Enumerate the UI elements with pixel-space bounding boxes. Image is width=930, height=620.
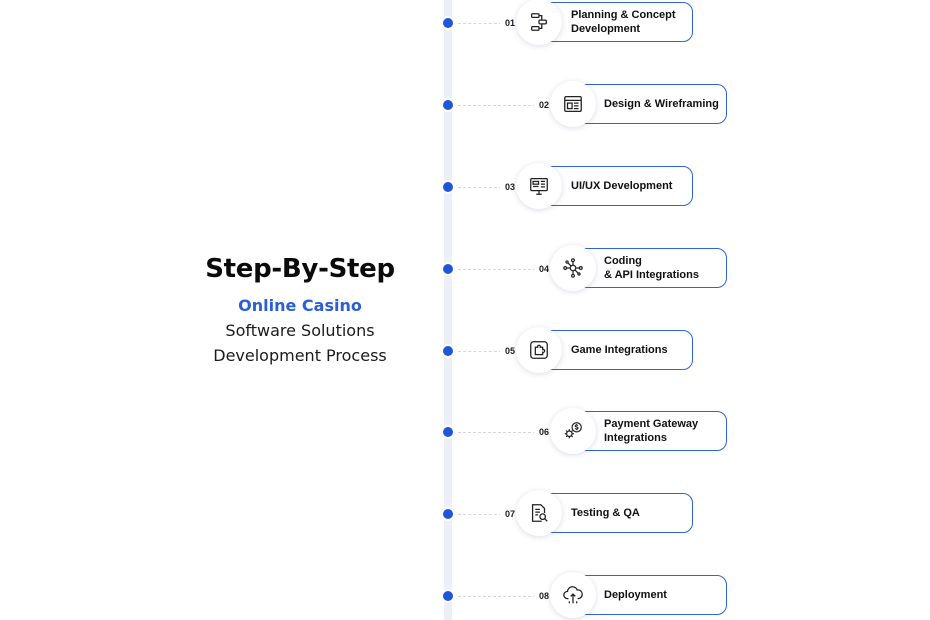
- step-label: Deployment: [604, 589, 667, 601]
- puzzle-piece-icon: [516, 327, 562, 373]
- connector-line: [458, 105, 536, 106]
- connector-line: [458, 514, 502, 515]
- cloud-upload-icon: [550, 572, 596, 618]
- step-item-03: 03 UI/UX Development: [0, 163, 930, 209]
- step-item-02: 02 Design & Wireframing: [0, 81, 930, 127]
- monitor-ui-icon: [516, 163, 562, 209]
- step-item-04: 04 Coding & API Integrations: [0, 245, 930, 291]
- timeline-dot: [443, 264, 453, 274]
- connector-line: [458, 187, 502, 188]
- step-card: [532, 2, 693, 42]
- gear-dollar-icon: [550, 408, 596, 454]
- headline-block: Step-By-Step Online Casino Software Solu…: [170, 250, 430, 368]
- timeline-dot: [443, 427, 453, 437]
- step-number: 06: [534, 423, 554, 441]
- wireframe-layout-icon: [550, 81, 596, 127]
- step-card: [566, 84, 727, 124]
- subtitle-line-2: Development Process: [213, 346, 387, 365]
- document-magnifier-icon: [516, 490, 562, 536]
- step-label: Testing & QA: [571, 507, 640, 519]
- highlight-subtitle: Online Casino: [238, 296, 362, 315]
- planning-flow-icon: [516, 0, 562, 45]
- step-item-08: 08 Deployment: [0, 572, 930, 618]
- step-item-01: 01 Planning & Concept Development: [0, 0, 930, 45]
- step-label: Game Integrations: [571, 344, 668, 356]
- timeline-dot: [443, 591, 453, 601]
- timeline-dot: [443, 509, 453, 519]
- step-label: Coding & API Integrations: [604, 255, 699, 281]
- connector-line: [458, 351, 502, 352]
- step-label: Payment Gateway Integrations: [604, 418, 699, 444]
- step-number: 01: [500, 14, 520, 32]
- step-number: 02: [534, 96, 554, 114]
- step-item-07: 07 Testing & QA: [0, 490, 930, 536]
- timeline-dot: [443, 18, 453, 28]
- step-label: Design & Wireframing: [604, 98, 719, 110]
- connector-line: [458, 269, 536, 270]
- subtitle-line-1: Software Solutions: [225, 321, 375, 340]
- step-number: 08: [534, 587, 554, 605]
- step-number: 05: [500, 342, 520, 360]
- timeline-dot: [443, 100, 453, 110]
- timeline-dot: [443, 346, 453, 356]
- step-item-05: 05 Game Integrations: [0, 327, 930, 373]
- connector-line: [458, 432, 536, 433]
- timeline-bar: [444, 0, 452, 620]
- page-title: Step-By-Step: [205, 254, 395, 284]
- timeline-dot: [443, 182, 453, 192]
- step-number: 03: [500, 178, 520, 196]
- step-number: 04: [534, 260, 554, 278]
- step-label: Planning & Concept Development: [571, 9, 676, 35]
- api-network-icon: [550, 245, 596, 291]
- connector-line: [458, 23, 502, 24]
- step-number: 07: [500, 505, 520, 523]
- connector-line: [458, 596, 536, 597]
- step-label: UI/UX Development: [571, 180, 673, 192]
- step-item-06: 06 Payment Gateway Integrations: [0, 408, 930, 454]
